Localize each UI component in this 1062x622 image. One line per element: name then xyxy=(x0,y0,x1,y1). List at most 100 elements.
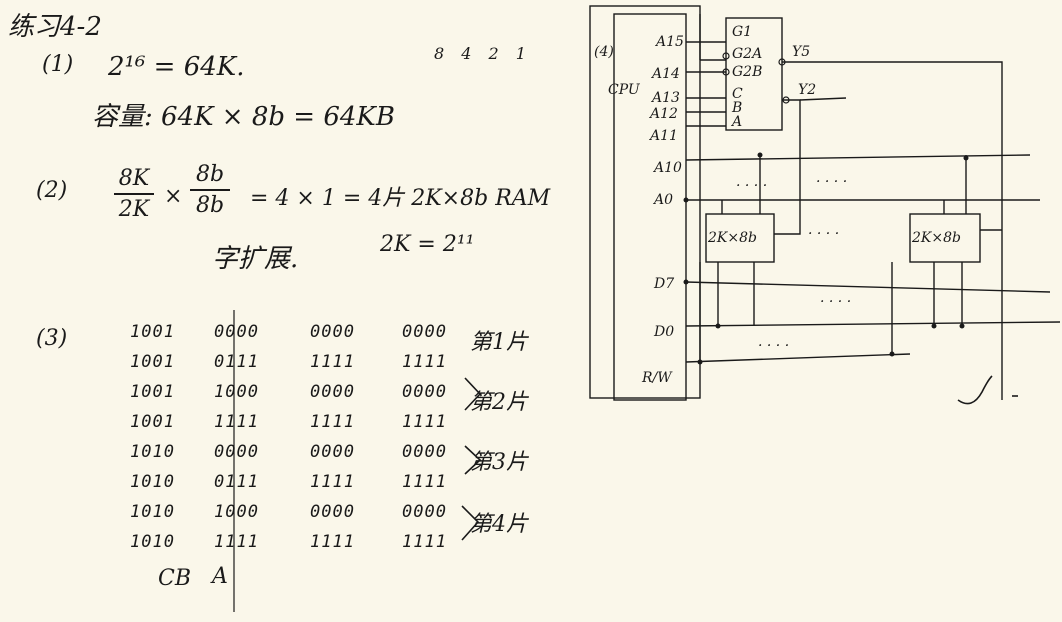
address-cell: 1001 xyxy=(130,322,175,342)
address-cell: 1010 xyxy=(130,502,175,522)
part2-result: = 4 × 1 = 4片 2K×8b RAM xyxy=(250,186,551,211)
brace-chip3 xyxy=(464,445,482,475)
address-cell: 1001 xyxy=(130,352,175,372)
pin-a11: A11 xyxy=(648,128,678,144)
brace-chip4 xyxy=(461,505,480,541)
decoder-in-g1: G1 xyxy=(732,24,752,40)
junction-dot xyxy=(931,323,937,329)
address-cell: 1010 xyxy=(130,442,175,462)
address-cell: 0000 xyxy=(310,442,355,462)
address-cell: 0000 xyxy=(310,382,355,402)
chip-left-label: 2K×8b xyxy=(707,230,757,246)
wire-y2-ext xyxy=(799,97,847,101)
fraction-1-denominator: 2K xyxy=(118,197,150,222)
address-cell: 1111 xyxy=(310,352,355,372)
part2-label: (2) xyxy=(36,178,68,203)
address-cell: 0000 xyxy=(214,442,259,462)
address-cell: 1111 xyxy=(402,352,447,372)
fraction-bar xyxy=(190,189,230,191)
check-mark xyxy=(957,375,993,405)
pin-a0: A0 xyxy=(652,192,673,208)
address-cell: 1111 xyxy=(310,412,355,432)
address-cell: 1111 xyxy=(310,472,355,492)
ellipsis: · · · · xyxy=(816,174,847,190)
brace-chip2 xyxy=(464,377,482,411)
pin-a10: A10 xyxy=(652,160,682,176)
address-cell: 1111 xyxy=(402,412,447,432)
junction-dot xyxy=(963,155,969,161)
address-cell: 1111 xyxy=(214,532,259,552)
invert-bubble xyxy=(778,58,786,66)
address-cell: 1111 xyxy=(310,532,355,552)
part1-line1: 2¹⁶ = 64K. xyxy=(108,52,245,82)
part2-note-word-expansion: 字扩展. xyxy=(212,244,299,274)
junction-dot xyxy=(715,323,721,329)
part4-label: (4) xyxy=(594,44,614,60)
pin-d7: D7 xyxy=(653,276,674,292)
junction-dot xyxy=(889,351,895,357)
address-cell: 0000 xyxy=(402,442,447,462)
pin-a12: A12 xyxy=(648,106,678,122)
fraction-1-numerator: 8K xyxy=(118,166,150,191)
cpu-inner-box xyxy=(613,13,687,401)
ellipsis: · · · · xyxy=(820,294,851,310)
junction-dot xyxy=(697,359,703,365)
pin-a14: A14 xyxy=(650,66,680,82)
pin-rw: R/W xyxy=(641,370,673,386)
junction-dot xyxy=(683,279,689,285)
ellipsis: · · · · xyxy=(758,338,789,354)
pin-d0: D0 xyxy=(653,324,674,340)
footer-cb: CB xyxy=(158,566,191,591)
fraction-2-numerator: 8b xyxy=(195,162,225,187)
bus-d7 xyxy=(685,281,1051,293)
address-cell: 1000 xyxy=(214,382,259,402)
page-title: 练习4-2 xyxy=(8,12,102,42)
bus-rw xyxy=(685,353,911,363)
decoder-in-b: B xyxy=(731,100,742,116)
address-cell: 1111 xyxy=(214,412,259,432)
ellipsis: · · · · xyxy=(808,226,839,242)
cpu-box xyxy=(589,5,701,399)
part3-label: (3) xyxy=(36,326,68,351)
footer-a: A xyxy=(212,564,228,589)
address-cell: 0111 xyxy=(214,352,259,372)
chip-right-box xyxy=(909,213,981,263)
chip-label-3: 第3片 xyxy=(470,450,528,475)
part1-label: (1) xyxy=(42,52,74,77)
wire-y5 xyxy=(782,61,1003,400)
pin-a13: A13 xyxy=(650,90,680,106)
invert-bubble xyxy=(782,96,790,104)
junction-dot xyxy=(683,197,689,203)
bus-a10 xyxy=(685,154,1031,161)
decoder-in-a: A xyxy=(730,114,742,130)
top-digits: 8 4 2 1 xyxy=(434,44,532,63)
decoder-in-g2a: G2A xyxy=(732,46,762,62)
decoder-out-y5: Y5 xyxy=(792,44,810,60)
address-cell: 0000 xyxy=(214,322,259,342)
chip-left-box xyxy=(705,213,775,263)
address-cell: 0000 xyxy=(402,502,447,522)
bus-d0 xyxy=(685,321,1061,327)
address-cell: 0000 xyxy=(402,322,447,342)
cpu-label: CPU xyxy=(608,82,641,98)
address-cell: 1000 xyxy=(214,502,259,522)
address-cell: 1001 xyxy=(130,382,175,402)
part2-note-2k: 2K = 2¹¹ xyxy=(380,232,475,257)
chip-label-1: 第1片 xyxy=(470,330,528,355)
part1-line2: 容量: 64K × 8b = 64KB xyxy=(92,102,395,132)
invert-bubble xyxy=(722,68,730,76)
decoder-in-g2b: G2B xyxy=(732,64,762,80)
decoder-box xyxy=(725,17,783,131)
address-cell: 0000 xyxy=(310,502,355,522)
address-cell: 1111 xyxy=(402,532,447,552)
wire-y2 xyxy=(774,99,801,235)
fraction-2-denominator: 8b xyxy=(195,193,225,218)
fraction-bar xyxy=(114,193,154,195)
address-cell: 1010 xyxy=(130,472,175,492)
invert-bubble xyxy=(722,52,730,60)
fraction-1: 8K 2K xyxy=(114,166,154,222)
address-cell: 1001 xyxy=(130,412,175,432)
chip-label-4: 第4片 xyxy=(470,512,528,537)
